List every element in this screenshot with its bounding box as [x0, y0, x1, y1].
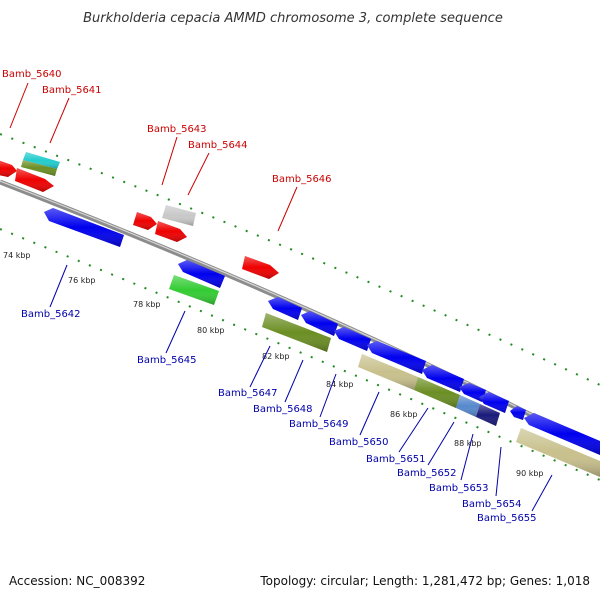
scale-label: 84 kbp: [326, 380, 354, 389]
leader-line: [495, 446, 502, 497]
leader-line: [187, 152, 210, 196]
gene-label-bamb-5653[interactable]: Bamb_5653: [429, 483, 489, 494]
leader-line: [359, 391, 380, 436]
gene-label-bamb-5654[interactable]: Bamb_5654: [462, 499, 522, 510]
leader-line: [398, 407, 429, 453]
leader-line: [165, 310, 186, 354]
leader-line: [161, 136, 178, 186]
topology-text: Topology: circular; Length: 1,281,472 bp…: [259, 574, 590, 588]
leader-line: [319, 373, 337, 418]
gene-label-bamb-5652[interactable]: Bamb_5652: [397, 468, 457, 479]
leader-line: [284, 359, 304, 403]
reverse-gene-labels: Bamb_5642 Bamb_5645 Bamb_5647 Bamb_5648 …: [21, 309, 537, 524]
gene-arrow[interactable]: [242, 256, 279, 279]
map-title: Burkholderia cepacia AMMD chromosome 3, …: [83, 11, 503, 26]
scale-label: 78 kbp: [133, 300, 161, 309]
gene-label-bamb-5649[interactable]: Bamb_5649: [289, 419, 349, 430]
leader-line: [427, 421, 455, 466]
scale-label: 74 kbp: [3, 251, 31, 260]
gene-arrow[interactable]: [0, 160, 17, 177]
gene-label-bamb-5643[interactable]: Bamb_5643: [147, 124, 207, 135]
leader-line: [531, 474, 553, 512]
gene-label-bamb-5648[interactable]: Bamb_5648: [253, 404, 313, 415]
leader-line: [49, 264, 68, 308]
label-leader-lines: [9, 82, 553, 512]
gene-label-bamb-5645[interactable]: Bamb_5645: [137, 355, 197, 366]
gene-label-bamb-5644[interactable]: Bamb_5644: [188, 140, 248, 151]
gene-label-bamb-5647[interactable]: Bamb_5647: [218, 388, 278, 399]
scale-label: 76 kbp: [68, 276, 96, 285]
forward-tick-track: [0, 133, 600, 386]
scale-label: 80 kbp: [197, 326, 225, 335]
scale-labels: 74 kbp 76 kbp 78 kbp 80 kbp 82 kbp 84 kb…: [3, 251, 544, 478]
gene-label-bamb-5642[interactable]: Bamb_5642: [21, 309, 81, 320]
gene-arrow[interactable]: [155, 221, 187, 242]
leader-line: [460, 433, 474, 481]
reverse-tick-track: [0, 228, 600, 481]
leader-line: [49, 97, 70, 144]
gene-label-bamb-5641[interactable]: Bamb_5641: [42, 85, 102, 96]
leader-line: [249, 345, 271, 388]
gene-label-bamb-5650[interactable]: Bamb_5650: [329, 437, 389, 448]
gene-label-bamb-5655[interactable]: Bamb_5655: [477, 513, 537, 524]
gene-label-bamb-5646[interactable]: Bamb_5646: [272, 174, 332, 185]
scale-label: 90 kbp: [516, 469, 544, 478]
gene-arrow[interactable]: [133, 212, 157, 230]
scale-label: 82 kbp: [262, 352, 290, 361]
forward-gene-labels: Bamb_5640 Bamb_5641 Bamb_5643 Bamb_5644 …: [2, 69, 332, 185]
scale-label: 88 kbp: [454, 439, 482, 448]
leader-line: [277, 186, 298, 232]
gene-label-bamb-5640[interactable]: Bamb_5640: [2, 69, 62, 80]
leader-line: [9, 82, 29, 129]
gene-label-bamb-5651[interactable]: Bamb_5651: [366, 454, 426, 465]
accession-text: Accession: NC_008392: [9, 574, 145, 588]
scale-label: 86 kbp: [390, 410, 418, 419]
